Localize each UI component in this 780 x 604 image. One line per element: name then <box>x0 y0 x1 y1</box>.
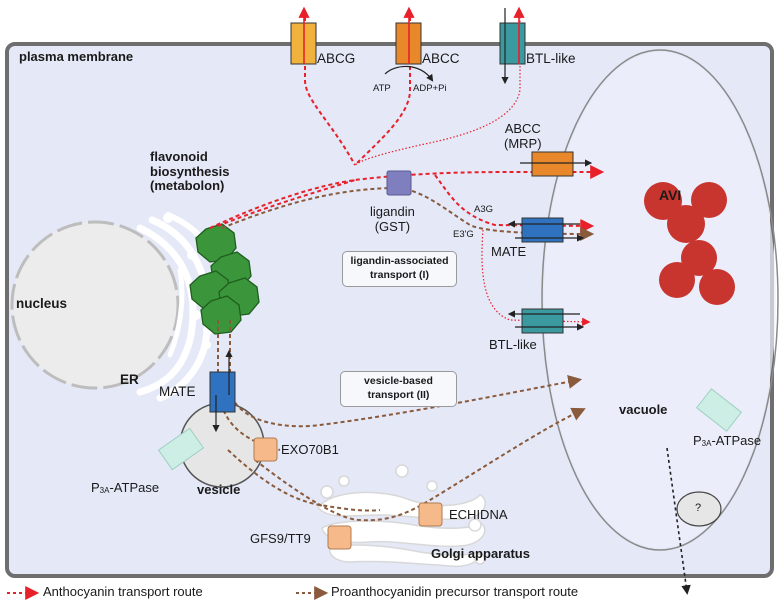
anthocyanin-btl-route <box>354 10 591 327</box>
a3g-label: A3G <box>474 204 494 215</box>
anthocyanin-routes <box>209 10 605 233</box>
pm-transporters <box>290 6 526 85</box>
vesicle-route-line1: vesicle-based <box>364 375 433 387</box>
p3a-atpase-vacuole-label: P3A-ATPase <box>693 433 762 449</box>
p3a-right-suffix: -ATPase <box>711 433 762 448</box>
ligandin-route-line2: transport (I) <box>370 268 429 281</box>
ligandin-label-line1: ligandin <box>370 204 415 219</box>
e3g-label: E3'G <box>453 229 474 240</box>
avi-label: AVI <box>659 187 682 203</box>
metabolon-label-line3: (metabolon) <box>150 178 225 194</box>
legend-proanthocyanidin-label: Proanthocyanidin precursor transport rou… <box>331 584 579 599</box>
echidna-label: ECHIDNA <box>449 507 508 522</box>
gfs9-tt9-protein <box>327 525 352 550</box>
unknown-label: ? <box>695 502 702 514</box>
vesicle-route-line2: transport (II) <box>367 388 430 401</box>
golgi-label: Golgi apparatus <box>431 546 530 561</box>
mate-vesicle-transporter <box>209 371 236 413</box>
p3a-atpase-vesicle <box>157 427 205 471</box>
legend-anthocyanin-label: Anthocyanin transport route <box>43 584 203 599</box>
nucleus <box>10 220 180 390</box>
abcc-mrp-label-line1: ABCC <box>504 121 541 136</box>
metabolon-label-line2: biosynthesis <box>150 163 230 179</box>
p3a-right-sub: 3A <box>701 439 712 448</box>
atp-hydrolysis-arrow <box>384 65 434 82</box>
exo70b1-protein <box>253 437 278 462</box>
echidna-protein <box>418 502 443 527</box>
p3a-left-suffix: -ATPase <box>109 480 160 495</box>
nucleus-label: nucleus <box>16 296 68 311</box>
unknown-exit-route <box>666 447 691 595</box>
btl-tonoplast-label: BTL-like <box>489 337 537 352</box>
abcc-mrp-label-line2: (MRP) <box>504 135 542 151</box>
adp-pi-label: ADP+Pi <box>413 83 447 94</box>
ligandin-associated-transport-box: ligandin-associated transport (I) <box>342 251 457 287</box>
avi-cluster <box>644 182 735 305</box>
exo70b1-label: EXO70B1 <box>281 442 339 457</box>
abcc-pm-label: ABCC <box>422 51 460 66</box>
vacuole-label: vacuole <box>619 402 668 417</box>
atp-label: ATP <box>373 83 391 94</box>
metabolon <box>189 223 260 335</box>
btl-pm-label: BTL-like <box>526 51 576 66</box>
vesicle-label: vesicle <box>197 482 241 497</box>
p3a-left-prefix: P <box>91 480 100 495</box>
unknown-compartment <box>676 491 722 527</box>
plasma-membrane-label: plasma membrane <box>19 49 134 64</box>
mate-tonoplast-label: MATE <box>491 244 527 259</box>
ligandin-label-line2: (GST) <box>374 218 411 234</box>
tonoplast-transporters <box>507 151 593 334</box>
metabolon-label-line1: flavonoid <box>150 149 208 164</box>
p3a-right-prefix: P <box>693 433 702 448</box>
p3a-atpase-vesicle-label: P3A-ATPase <box>91 480 160 496</box>
abcc-mrp-label: ABCC (MRP) <box>504 121 542 151</box>
abcc-mrp-transporter <box>531 151 574 177</box>
btl-pm-transporter <box>499 22 526 65</box>
ligandin-route-line1: ligandin-associated <box>350 255 449 267</box>
mate-vesicle-label: MATE <box>159 384 196 399</box>
vesicle-based-transport-box: vesicle-based transport (II) <box>340 371 457 407</box>
btl-tonoplast-transporter <box>521 308 564 334</box>
abcg-label: ABCG <box>317 51 356 66</box>
ligandin-gst <box>386 170 412 196</box>
golgi-apparatus <box>317 464 486 568</box>
gfs9-tt9-label: GFS9/TT9 <box>250 531 311 546</box>
p3a-atpase-vacuole <box>695 388 743 432</box>
ligandin-label: ligandin (GST) <box>370 204 415 234</box>
vacuole <box>541 49 779 551</box>
p3a-left-sub: 3A <box>99 486 110 495</box>
er-label: ER <box>120 372 139 387</box>
metabolon-label: flavonoid biosynthesis (metabolon) <box>150 149 230 194</box>
